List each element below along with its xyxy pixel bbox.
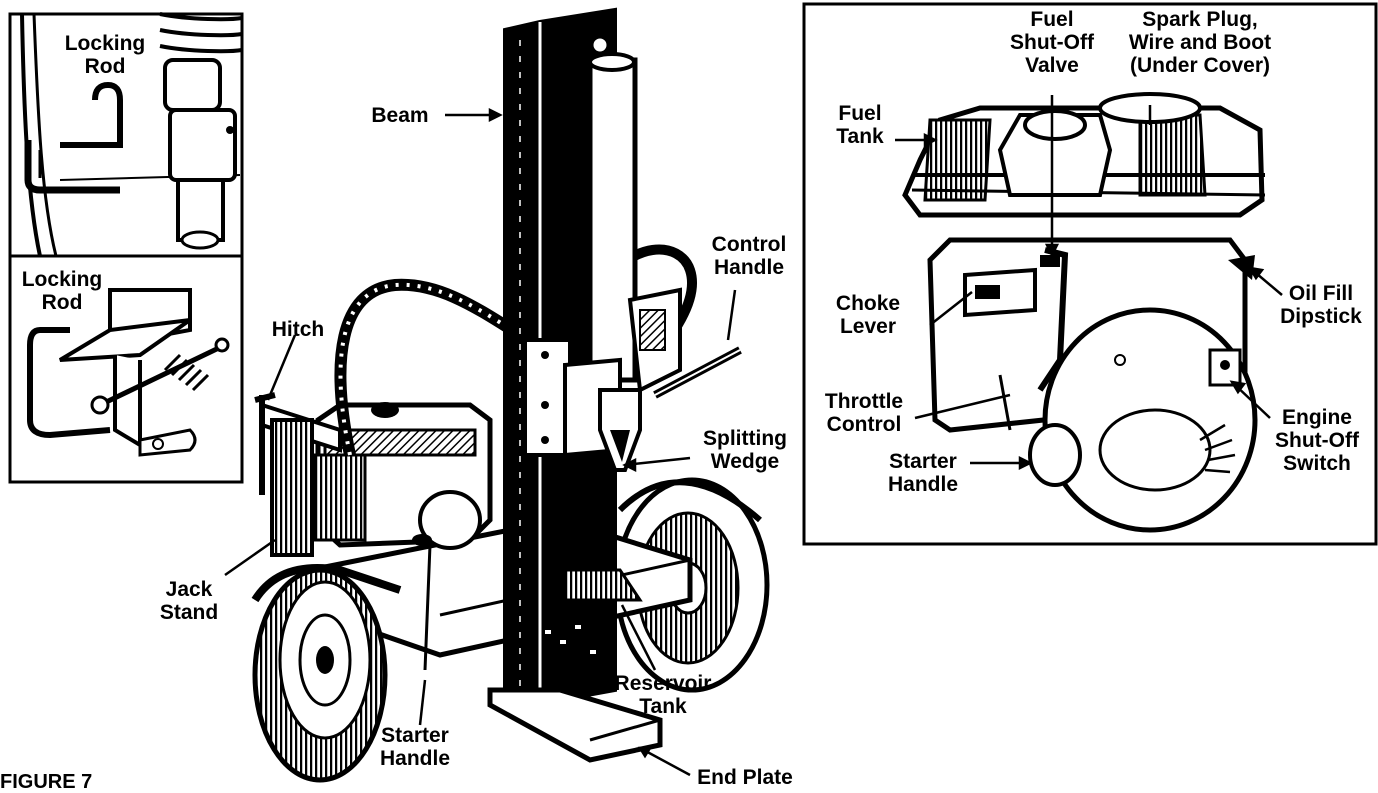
beam-label: Beam xyxy=(371,104,429,127)
hitch-label: Hitch xyxy=(271,318,325,341)
figure-caption: FIGURE 7 xyxy=(0,771,93,793)
splitting-wedge-label: Splitting Wedge xyxy=(703,427,787,473)
locking-rod-label-lower: Locking Rod xyxy=(21,268,103,314)
oil-fill-dipstick-label: Oil Fill Dipstick xyxy=(1280,282,1362,328)
throttle-control-label: Throttle Control xyxy=(824,390,904,436)
log-splitter-body xyxy=(251,7,770,783)
end-plate-label: End Plate xyxy=(697,766,793,789)
spark-plug-label: Spark Plug, Wire and Boot (Under Cover) xyxy=(1128,8,1272,77)
locking-rod-inset xyxy=(8,12,244,484)
choke-lever-label: Choke Lever xyxy=(835,292,901,338)
starter-handle-label-main: Starter Handle xyxy=(379,724,450,770)
engine-inset xyxy=(802,2,1378,546)
starter-handle-label-engine: Starter Handle xyxy=(887,450,958,496)
control-handle-label: Control Handle xyxy=(711,233,787,279)
engine-shutoff-switch-label: Engine Shut-Off Switch xyxy=(1275,406,1359,475)
fuel-tank-label: Fuel Tank xyxy=(836,102,884,148)
leader-lines xyxy=(224,95,1283,777)
jack-stand-label: Jack Stand xyxy=(159,578,219,624)
reservoir-tank-label: Reservoir Tank xyxy=(614,672,712,718)
fuel-shutoff-valve-label: Fuel Shut-Off Valve xyxy=(1010,8,1094,77)
locking-rod-label-upper: Locking Rod xyxy=(64,32,146,78)
